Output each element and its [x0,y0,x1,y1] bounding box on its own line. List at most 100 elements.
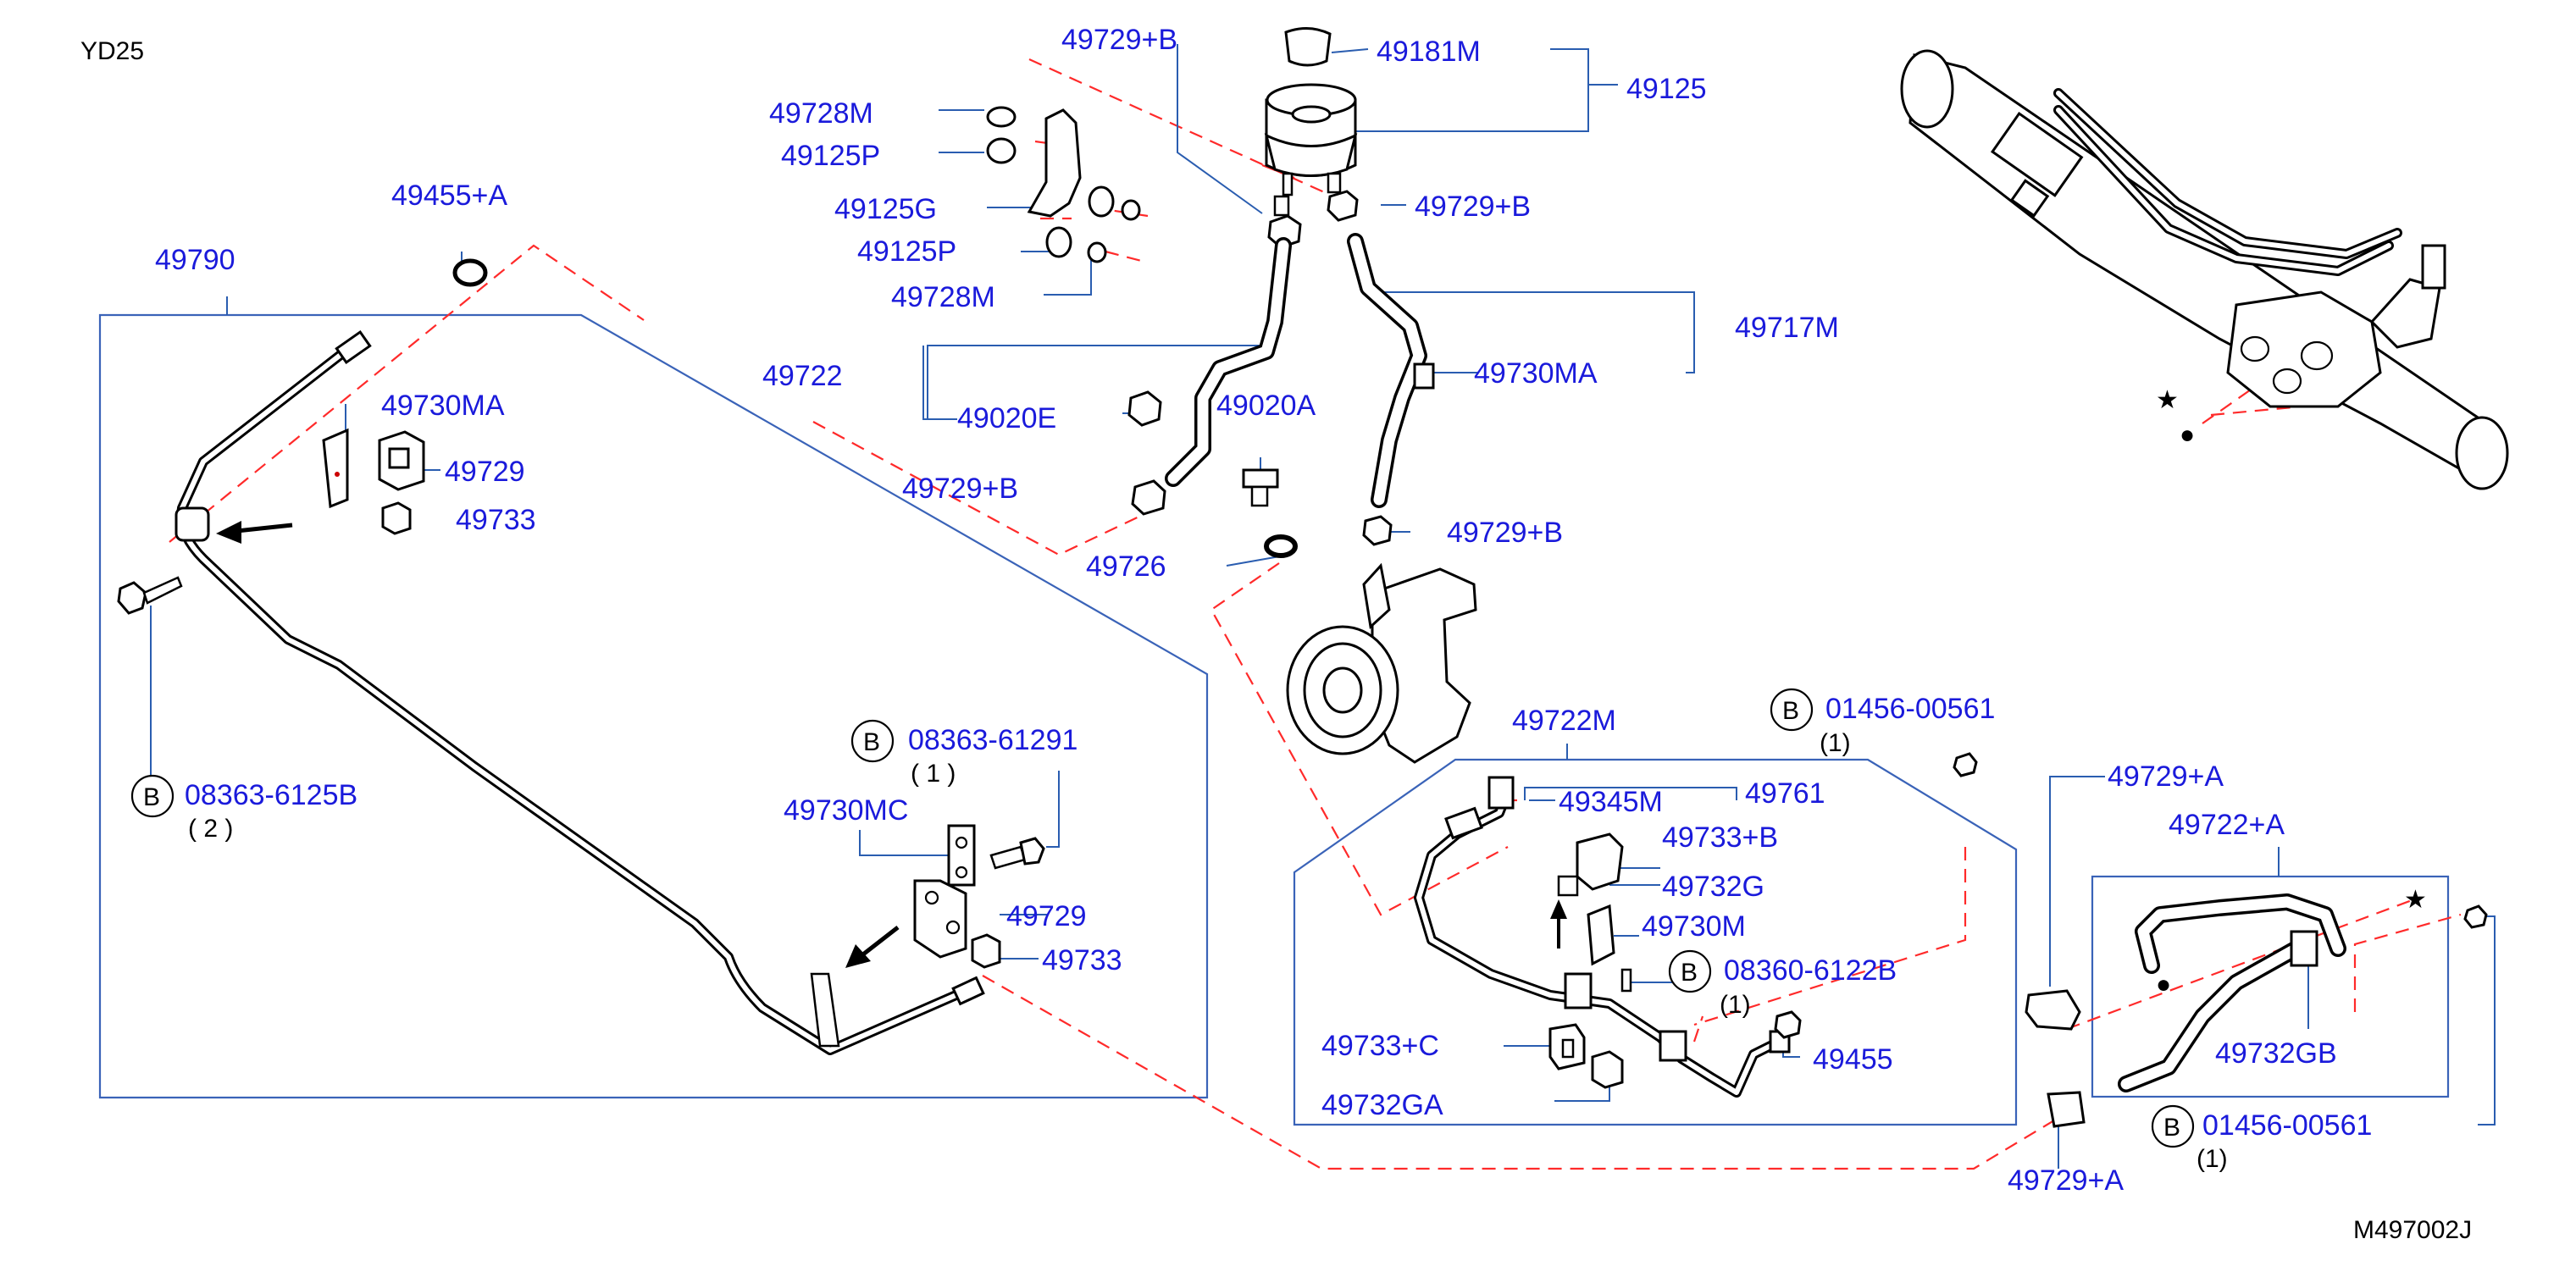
label-49733C: 49733+C [1321,1030,1439,1062]
ring-49455A [452,258,488,287]
bolt-49020A [1242,468,1279,507]
label-49722A: 49722+A [2169,809,2285,841]
clamp-49733B [1557,832,1624,897]
nut-49729B-d [1362,515,1393,546]
label-49020E: 49020E [957,402,1056,434]
label-08363-6125B: 08363-6125B [185,779,357,811]
b-letter-2: B [863,728,880,756]
grommet-49729-left [378,430,425,491]
frame-49722M [1293,758,2018,1126]
nut-49455 [1774,1010,1802,1039]
block-49733-left [381,501,412,535]
grommet-49729A-top [2025,989,2081,1031]
bolt-01456-00561-a [1953,752,1978,777]
star-marker-hose: ★ [2404,886,2427,914]
label-49761: 49761 [1745,777,1825,810]
hose-assembly-49722A [2118,893,2346,1092]
label-49020A: 49020A [1216,390,1316,422]
label-08363-61291: 08363-61291 [908,724,1077,756]
label-49728M-a: 49728M [769,97,873,130]
qty-1-a: (1) [1820,729,1851,757]
qty-1-c: (1) [1720,991,1751,1019]
label-49730M: 49730M [1642,910,1746,943]
bolt-08363-6125B [117,576,183,615]
label-49730MA-right: 49730MA [1474,357,1598,390]
tube-assembly-49790 [175,329,985,1055]
frame-49790 [98,313,1209,1099]
bracket-49730M [1587,904,1615,966]
label-49729-mid: 49729 [1006,900,1087,932]
frame-49722A [2091,875,2450,1098]
steering-rack [1900,49,2509,490]
qty-1-b: ( 1 ) [911,760,956,788]
label-49729B-d: 49729+B [1447,517,1563,549]
b-letter-1: B [143,783,160,811]
qty-1-d: (1) [2197,1145,2228,1173]
label-49455A: 49455+A [391,180,507,212]
label-49729-left: 49729 [445,456,525,488]
label-01456-00561-b: 01456-00561 [2202,1109,2372,1142]
nut-49729B-a [1267,195,1302,249]
label-08360-6122B: 08360-6122B [1724,954,1897,987]
nut-49729B-c [1131,479,1166,516]
label-49345M: 49345M [1559,786,1663,818]
label-49732GA: 49732GA [1321,1089,1443,1121]
bracket-49125G [986,106,1141,263]
bolt-08360-6122B [1620,968,1632,993]
grommet-49729A-bot [2047,1091,2086,1128]
part-labels: YD25 M497002J 49181M 49125 49729+B 49728… [80,24,2472,1244]
bracket-49732GA [1591,1050,1624,1089]
label-49125P-a: 49125P [781,140,880,172]
b-letter-4: B [1681,959,1698,987]
label-49181M: 49181M [1377,36,1481,68]
b-circles [130,688,2195,1148]
label-01456-00561-a: 01456-00561 [1825,693,1995,725]
bracket-49733C [1548,1023,1586,1070]
nut-49729B-b [1327,190,1359,222]
label-49730MC: 49730MC [784,794,908,827]
b-letter-3: B [1782,697,1799,725]
qty-2: ( 2 ) [188,815,233,843]
hose-49717M [1347,233,1435,508]
b-letter-5: B [2163,1114,2180,1142]
bolt-01456-00561-b [2463,904,2488,929]
label-49733-mid: 49733 [1042,944,1122,976]
star-marker-rack: ★ [2156,386,2179,414]
washer-49726 [1264,534,1298,558]
label-49732GB: 49732GB [2215,1037,2337,1070]
label-49730MA-left: 49730MA [381,390,505,422]
grommet-49729-mid [913,879,967,959]
label-49729B-c: 49729+B [902,473,1018,505]
drawing-number: M497002J [2353,1216,2472,1244]
label-49717M: 49717M [1735,312,1839,344]
reservoir-49125 [1264,27,1358,196]
block-49733-mid [971,933,1001,969]
bracket-49730MC [947,824,1045,887]
direction-arrows [216,521,1567,968]
label-49729A-bot: 49729+A [2008,1164,2124,1197]
label-49732G: 49732G [1662,871,1764,903]
clamp-49730MA-left [322,428,349,509]
label-49729B-b: 49729+B [1415,191,1531,223]
label-49722: 49722 [762,360,843,392]
hose-49722 [1165,237,1292,487]
label-49722M: 49722M [1512,705,1616,737]
label-49125P-b: 49125P [857,235,956,268]
pump-assembly [1286,562,1477,764]
label-49125: 49125 [1626,73,1707,105]
label-49125G: 49125G [834,193,937,225]
variant-label: YD25 [80,37,144,65]
label-49733-left: 49733 [456,504,536,536]
label-49729B-top: 49729+B [1061,24,1177,56]
dot-marker-hose: ● [2156,971,2171,998]
label-49729A-top: 49729+A [2108,760,2224,793]
label-49728M-b: 49728M [891,281,995,313]
label-49726: 49726 [1086,550,1166,583]
label-49455: 49455 [1813,1043,1893,1076]
dot-marker-rack: ● [2180,421,2195,449]
plug-49020E [1127,390,1162,427]
label-49790: 49790 [155,244,235,276]
label-49733B: 49733+B [1662,821,1778,854]
